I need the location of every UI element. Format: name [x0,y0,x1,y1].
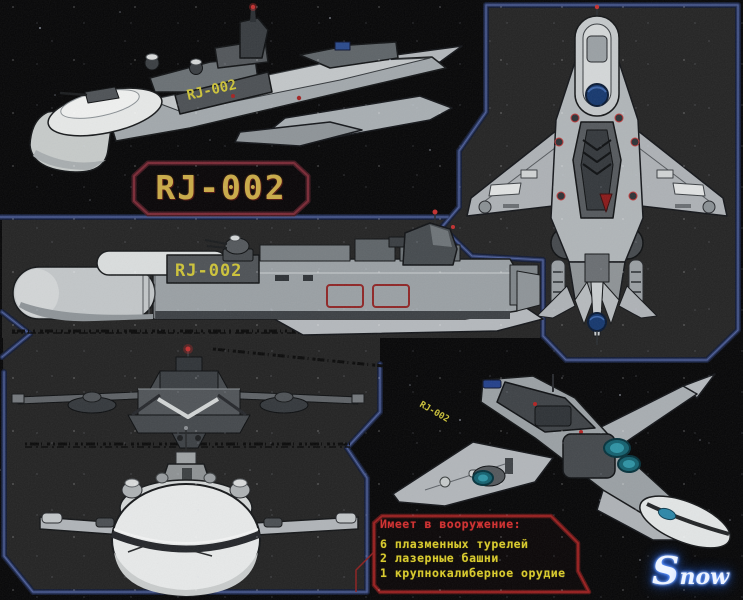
armament-header: Имеет в вооружение: [380,517,522,531]
title-plate-text: RJ-002 [155,168,287,207]
armament-item: 2 лазерные башни [380,551,499,565]
armament-item: 1 крупнокалиберное орудие [380,566,566,580]
artist-signature: Snow [652,548,730,593]
armament-item: 6 плазменных турелей [380,537,529,551]
